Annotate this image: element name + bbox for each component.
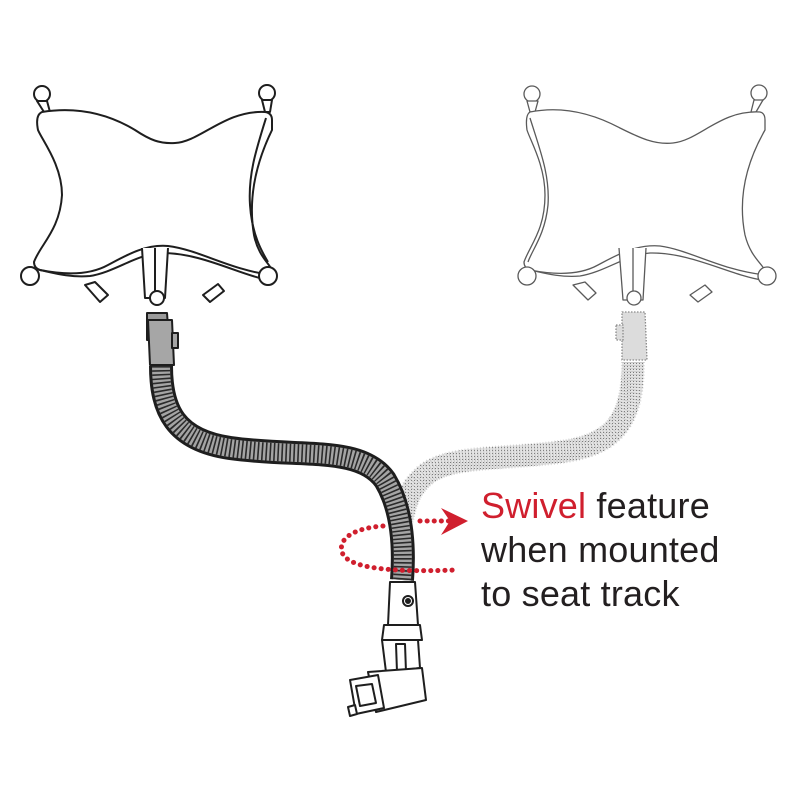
caption-line1: feature	[586, 485, 710, 526]
seat-track-base	[347, 581, 427, 717]
caption-highlight: Swivel	[481, 485, 587, 526]
ghost-tablet-holder	[517, 84, 777, 361]
solid-tablet-holder	[20, 84, 278, 366]
swivel-caption: Swivel feature when mounted to seat trac…	[481, 484, 791, 616]
caption-line3: to seat track	[481, 573, 680, 614]
ghost-gooseneck	[391, 361, 644, 523]
caption-line2: when mounted	[481, 529, 720, 570]
swivel-arrow-icon	[338, 508, 468, 574]
